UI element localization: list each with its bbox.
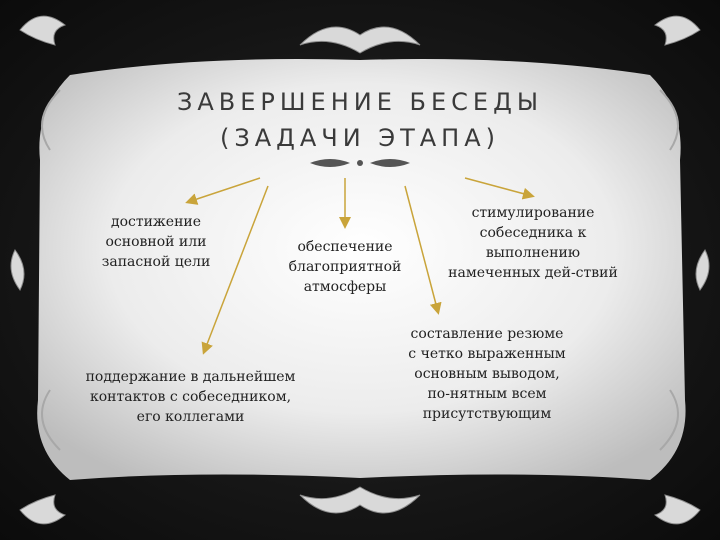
node-contacts: поддержание в дальнейшем контактов с соб… [68, 367, 313, 427]
node-stimulate-line: собеседника к [479, 225, 587, 241]
node-contacts-line: контактов с собеседником, [89, 389, 292, 405]
node-atmosphere-line: атмосферы [303, 279, 387, 295]
node-stimulate-line: выполнению [485, 245, 581, 261]
node-atmosphere-line: благоприятной [288, 259, 402, 275]
node-contacts-line: его коллегами [136, 409, 245, 425]
node-goal-line: достижение [110, 214, 202, 230]
node-summary-line: составление резюме [410, 326, 564, 342]
node-atmosphere: обеспечение благоприятной атмосферы [265, 237, 425, 297]
node-summary-line: по-нятным всем [427, 386, 547, 402]
node-summary-line: присутствующим [422, 406, 552, 422]
node-summary: составление резюме с четко выраженным ос… [392, 324, 582, 424]
slide-title-line2: (ЗАДАЧИ ЭТАПА) [219, 124, 501, 152]
title-divider-ornament [310, 159, 410, 167]
node-goal-line: запасной цели [101, 254, 211, 270]
node-goal: достижение основной или запасной цели [76, 212, 236, 272]
node-stimulate-line: намеченных дей-ствий [448, 265, 618, 281]
node-contacts-line: поддержание в дальнейшем [85, 369, 296, 385]
node-goal-line: основной или [105, 234, 207, 250]
node-atmosphere-line: обеспечение [297, 239, 393, 255]
frame-ornaments [10, 15, 710, 525]
slide-title-line1: ЗАВЕРШЕНИЕ БЕСЕДЫ [176, 88, 543, 116]
node-summary-line: основным выводом, [414, 366, 560, 382]
node-stimulate: стимулирование собеседника к выполнению … [428, 203, 638, 283]
node-summary-line: с четко выраженным [408, 346, 566, 362]
node-stimulate-line: стимулирование [471, 205, 595, 221]
frame-panel [37, 59, 686, 480]
